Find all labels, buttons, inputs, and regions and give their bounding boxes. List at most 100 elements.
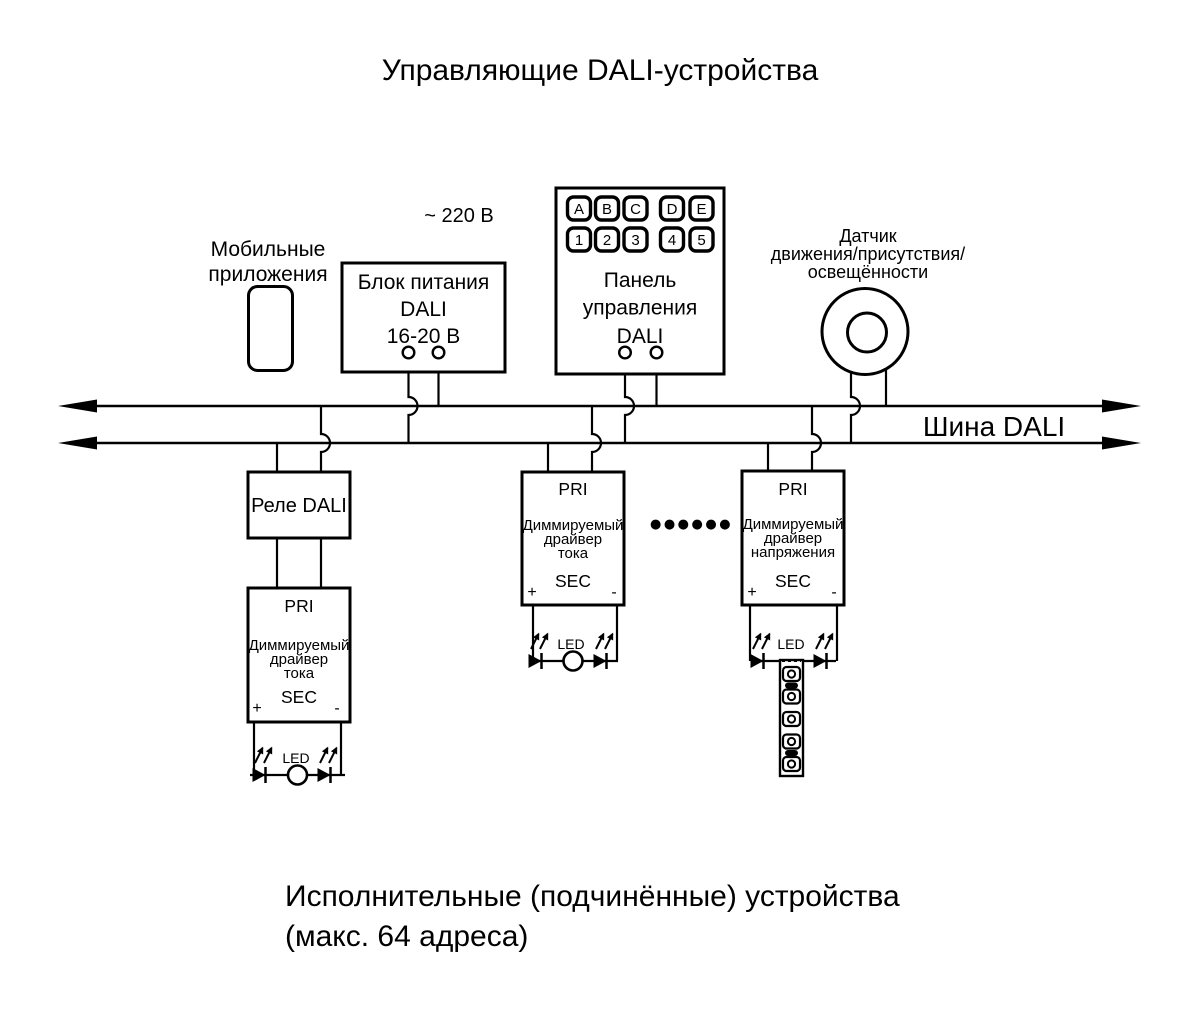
driver1-sec-label: SEC: [281, 687, 317, 707]
mobile-apps-label-line1: Мобильные: [211, 238, 326, 261]
relay-label: Реле DALI: [251, 495, 347, 517]
panel-button-c-label: C: [630, 201, 641, 218]
driver1-type-line2: драйвер: [270, 651, 328, 668]
led2-emission-right-icon: [596, 634, 613, 649]
driver-current-2: PRI Диммируемый драйвер тока SEC + - LED: [520, 470, 626, 672]
mobile-apps-label-line2: приложения: [208, 263, 327, 286]
led3-diode-right-icon: [812, 651, 828, 671]
panel-button-a-label: A: [574, 201, 584, 218]
driver1-type-line3: тока: [284, 665, 315, 682]
led1-emission-right-icon: [320, 748, 337, 763]
sensor-label-line1: Датчик: [839, 226, 896, 246]
led3-diode-left-icon: [749, 651, 765, 671]
panel-button-1: [565, 226, 593, 253]
bus-arrow-right-top-icon: [1102, 399, 1141, 413]
led1-emission-left-icon: [255, 748, 272, 763]
bus-arrow-right-bottom-icon: [1102, 436, 1141, 450]
driver3-type-line3: напряжения: [751, 544, 835, 561]
power-supply: Блок питания DALI 16-20 В: [340, 261, 507, 374]
led-strip-cell-4-icon: [781, 733, 802, 750]
led-strip-cell-3-icon: [781, 710, 802, 728]
driver3-type-line1: Диммируемый: [743, 516, 844, 533]
driver1-plus-label: +: [252, 700, 261, 717]
led-strip-cell-5-icon: [781, 755, 802, 773]
led1-label: LED: [282, 750, 309, 766]
led-strip-resistor-1-icon: [785, 682, 798, 689]
mobile-apps: Мобильные приложения: [208, 238, 328, 372]
smartphone-icon: [247, 285, 294, 372]
wire-driver3-right: [810, 406, 823, 471]
control-panel-label-line1: Панель: [604, 269, 677, 292]
bus-arrow-left-bottom-icon: [58, 436, 97, 450]
caption-line2: (макс. 64 адреса): [285, 920, 528, 953]
panel-button-3-label: 3: [631, 232, 639, 249]
led1-diode-right-icon: [316, 765, 332, 785]
panel-button-b: [593, 195, 621, 222]
panel-button-5-label: 5: [697, 232, 705, 249]
led2-lamp-icon: [562, 650, 584, 672]
led-strip-cell-1-icon: [781, 665, 802, 683]
led-strip-resistor-2-icon: [785, 750, 798, 756]
relay-dali: Реле DALI: [246, 470, 352, 540]
led1-diode-left-icon: [251, 765, 267, 785]
driver3-type-line2: драйвер: [764, 530, 822, 547]
driver2-type-line2: драйвер: [544, 531, 602, 548]
relay-box: [246, 470, 352, 540]
motion-sensor: Датчик движения/присутствия/ освещённост…: [771, 226, 965, 376]
panel-button-a: [565, 195, 593, 222]
driver-voltage: PRI Диммируемый драйвер напряжения SEC +…: [740, 469, 846, 778]
panel-button-b-label: B: [602, 201, 612, 218]
control-panel: A B C D E 1 2 3 4 5 Панель управления DA…: [554, 186, 726, 376]
panel-button-d-label: D: [667, 201, 678, 218]
driver2-minus-label: -: [611, 584, 616, 601]
led1-lamp-icon: [286, 764, 309, 786]
panel-terminal-left-icon: [618, 345, 633, 360]
power-supply-label-line3: 16-20 В: [387, 325, 461, 348]
panel-button-4-label: 4: [668, 232, 676, 249]
driver1-pri-label: PRI: [284, 596, 313, 616]
power-terminal-right-icon: [431, 345, 446, 360]
led2-diode-left-icon: [527, 651, 543, 671]
led2-label: LED: [557, 636, 584, 652]
panel-button-e-label: E: [696, 201, 706, 218]
driver3-sec-label: SEC: [775, 571, 811, 591]
led3-emission-right-icon: [816, 634, 833, 649]
control-panel-label-line3: DALI: [617, 325, 664, 348]
ellipsis-dots: ●●●●●●: [650, 517, 733, 532]
panel-button-d: [658, 195, 686, 222]
panel-button-5: [688, 226, 715, 253]
panel-button-e: [688, 195, 715, 222]
driver2-pri-label: PRI: [558, 479, 587, 499]
sensor-label-line3: освещённости: [808, 262, 928, 282]
bottom-device-wires: [275, 406, 823, 588]
panel-button-1-label: 1: [575, 232, 583, 249]
dali-bus: Шина DALI: [58, 399, 1141, 450]
wire-relay-right: [319, 406, 332, 472]
bus-label: Шина DALI: [923, 411, 1065, 442]
page-title: Управляющие DALI-устройства: [382, 54, 819, 87]
led2-diode-right-icon: [592, 651, 608, 671]
led-strip-cell-2-icon: [781, 688, 802, 705]
driver1-type-line1: Диммируемый: [249, 637, 350, 654]
sensor-label-line2: движения/присутствия/: [771, 244, 965, 264]
driver1-box: [246, 586, 352, 724]
wire-sensor-left: [849, 372, 862, 443]
power-terminal-left-icon: [401, 345, 416, 360]
power-supply-label-line2: DALI: [400, 298, 447, 321]
driver1-minus-label: -: [334, 700, 339, 717]
driver2-type-line3: тока: [558, 545, 589, 562]
panel-letter-buttons: A B C D E: [565, 195, 715, 222]
panel-button-4: [658, 226, 686, 253]
driver3-minus-label: -: [831, 584, 836, 601]
driver2-sec-label: SEC: [555, 571, 591, 591]
wire-panel-left: [623, 359, 636, 443]
control-panel-label-line2: управления: [583, 297, 698, 320]
led3-label: LED: [777, 636, 804, 652]
led3-emission-left-icon: [753, 634, 770, 649]
panel-button-c: [622, 195, 649, 222]
driver3-plus-label: +: [747, 584, 756, 601]
panel-button-2: [593, 226, 621, 253]
panel-button-2-label: 2: [603, 232, 611, 249]
